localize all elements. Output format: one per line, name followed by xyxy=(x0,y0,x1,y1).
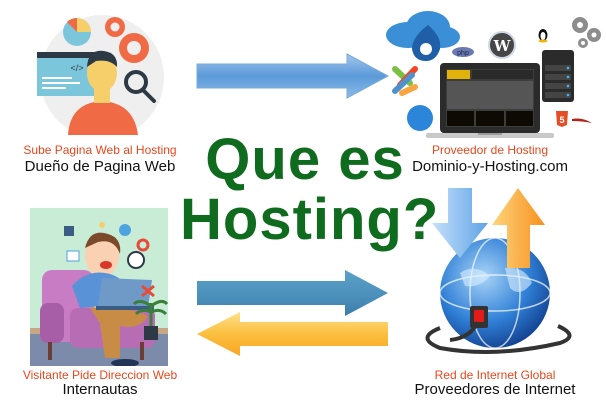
owner-label: Dueño de Pagina Web xyxy=(24,158,176,175)
linux-tux-icon xyxy=(538,29,548,43)
server-icon xyxy=(542,50,574,102)
visitor-action-caption: Visitante Pide Direccion Web xyxy=(22,368,178,382)
svg-text:php: php xyxy=(457,50,469,57)
browser-icon xyxy=(66,250,80,262)
clock-icon xyxy=(127,251,145,269)
ethernet-plug-icon xyxy=(425,306,572,354)
html5-icon: 5 xyxy=(556,111,568,127)
title-line-1: Que es xyxy=(205,127,405,192)
upload-arrow-icon xyxy=(492,188,545,268)
network-label: Proveedores de Internet xyxy=(414,381,576,398)
gear-icon xyxy=(105,17,149,63)
visitor-label: Internautas xyxy=(62,381,138,398)
provider-label: Dominio-y-Hosting.com xyxy=(412,158,568,175)
floating-icons xyxy=(64,222,155,298)
gear-icon xyxy=(136,238,150,252)
bulb-icon xyxy=(99,222,105,228)
upload-arrow-right xyxy=(195,52,390,100)
code-window-icon: </> xyxy=(37,52,97,96)
owner-action-caption: Sube Pagina Web al Hosting xyxy=(23,143,177,157)
request-arrow-right xyxy=(195,268,390,318)
pie-chart-icon xyxy=(63,17,91,46)
person-figure xyxy=(68,50,138,135)
magnifier-icon xyxy=(124,70,156,103)
palm-plant xyxy=(132,299,168,340)
network-illustration xyxy=(420,188,580,363)
svg-text:W: W xyxy=(493,37,512,55)
php-badge: php xyxy=(452,47,474,57)
title-line-2: Hosting? xyxy=(180,187,440,252)
network-action-caption: Red de Internet Global xyxy=(434,368,556,382)
owner-illustration: </> xyxy=(30,5,170,135)
feather-icon xyxy=(572,118,592,123)
response-arrow-left xyxy=(195,310,390,358)
gear-icon xyxy=(572,17,601,48)
provider-action-caption: Proveedor de Hosting xyxy=(431,143,549,157)
provider-illustration: php W xyxy=(380,5,602,140)
laptop-icon xyxy=(426,63,554,138)
blue-orb-icon xyxy=(407,105,433,131)
globe-icon xyxy=(439,237,551,349)
page-title: Que es Hosting? xyxy=(180,127,440,252)
joomla-icon xyxy=(392,66,418,96)
visitor-illustration xyxy=(30,208,168,366)
globe-icon xyxy=(119,224,131,236)
download-arrow-icon xyxy=(432,188,488,258)
drupal-icon xyxy=(412,25,441,61)
wordpress-icon: W xyxy=(488,31,516,59)
tools-icon xyxy=(141,284,155,298)
svg-text:5: 5 xyxy=(559,115,564,125)
svg-text:</>: </> xyxy=(70,63,83,73)
chart-icon xyxy=(64,226,74,236)
